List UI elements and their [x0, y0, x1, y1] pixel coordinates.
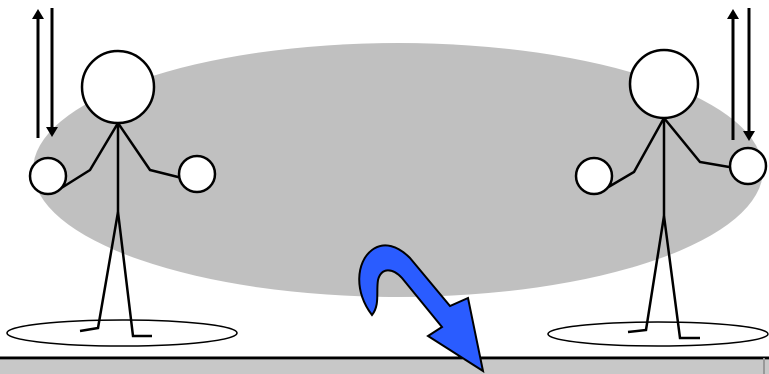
right-figure-hand-right	[728, 146, 768, 186]
left-stick-figure-icon	[6, 49, 238, 347]
right-stick-figure-icon	[547, 48, 769, 347]
left-figure-leg-right	[116, 211, 152, 338]
right-figure-hand-left	[574, 156, 614, 196]
floor-strip	[0, 360, 769, 374]
right-figure-leg-right	[662, 215, 700, 340]
shadow-ellipse	[33, 43, 763, 297]
left-figure-base-ellipse	[6, 319, 238, 347]
left-figure-arm-left	[54, 122, 120, 194]
right-figure-base-ellipse	[547, 321, 769, 347]
right-figure-leg-left	[627, 215, 666, 334]
right-figure-head	[628, 48, 700, 120]
left-figure-hand-right	[177, 154, 217, 194]
left-updown-arrows-icon	[32, 8, 58, 138]
left-figure-leg-left	[79, 211, 120, 333]
curved-arrow-icon	[358, 244, 485, 374]
left-figure-arm-right	[116, 122, 183, 180]
right-figure-arm-right	[663, 117, 736, 170]
right-figure-arm-left	[599, 117, 666, 194]
left-figure-hand-left	[28, 156, 68, 196]
right-updown-arrows-icon	[727, 8, 755, 141]
left-figure-head	[80, 49, 156, 125]
